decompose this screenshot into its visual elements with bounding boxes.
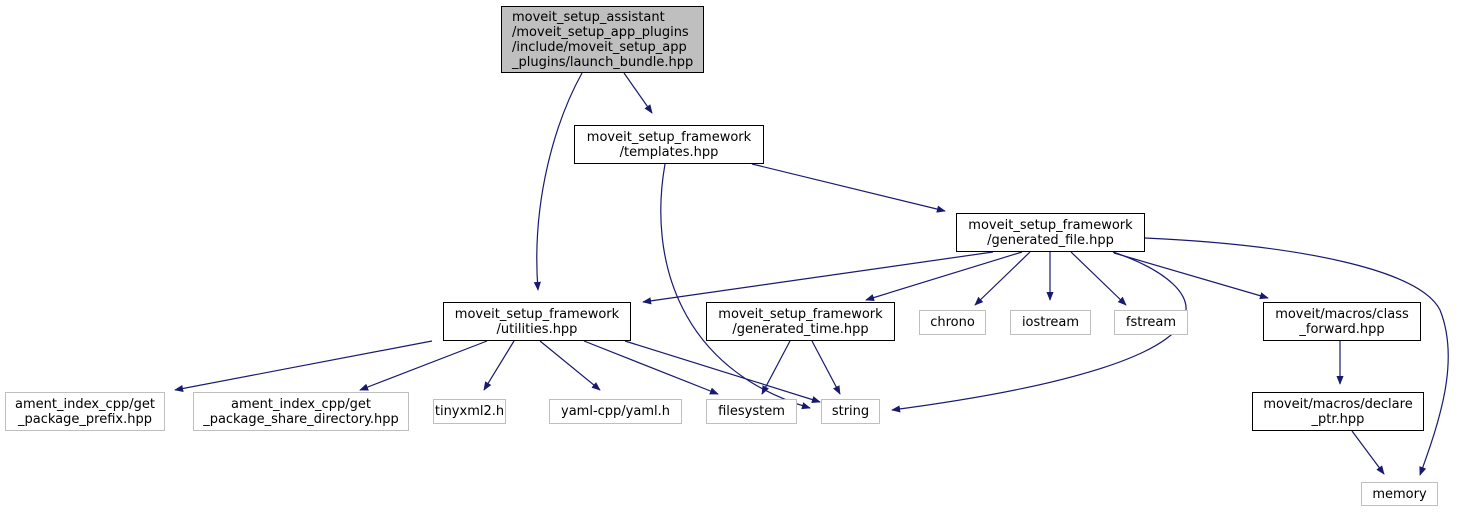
node-label-line: _package_share_directory.hpp	[203, 411, 399, 427]
node-label-line: moveit_setup_framework	[718, 306, 883, 322]
node-label-line: moveit_setup_framework	[968, 217, 1133, 233]
node-generated-time[interactable]: moveit_setup_framework/generated_time.hp…	[706, 302, 895, 341]
node-filesystem: filesystem	[706, 399, 797, 424]
edge-utilities-to-get_package_prefix	[174, 340, 433, 393]
node-fstream: fstream	[1114, 310, 1188, 335]
node-label-line: /generated_file.hpp	[987, 232, 1114, 248]
node-memory: memory	[1361, 482, 1438, 506]
edge-utilities-to-yaml	[539, 340, 601, 391]
edge-utilities-to-string	[624, 340, 821, 404]
node-label-line: _package_prefix.hpp	[18, 411, 152, 427]
node-label-line: fstream	[1125, 315, 1177, 330]
node-utilities[interactable]: moveit_setup_framework/utilities.hpp	[443, 302, 631, 341]
node-launch-bundle[interactable]: moveit_setup_assistant/moveit_setup_app_…	[501, 6, 704, 73]
edge-generated_file-to-memory	[1144, 237, 1449, 476]
edge-generated_file-to-fstream	[1070, 251, 1127, 306]
node-class-forward[interactable]: moveit/macros/class_forward.hpp	[1263, 302, 1421, 341]
node-label-line: iostream	[1021, 315, 1080, 330]
node-iostream: iostream	[1010, 310, 1091, 335]
node-label-line: moveit_setup_assistant	[512, 9, 665, 25]
node-label-line: /generated_time.hpp	[732, 321, 869, 337]
node-get-package-prefix: ament_index_cpp/get_package_prefix.hpp	[5, 392, 165, 431]
node-label-line: /templates.hpp	[619, 144, 719, 160]
node-yaml: yaml-cpp/yaml.h	[549, 399, 682, 424]
edge-generated_time-to-filesystem	[761, 340, 791, 395]
node-label-line: tinyxml2.h	[434, 404, 505, 419]
edge-generated_file-to-chrono	[974, 251, 1031, 306]
edge-generated_time-to-string	[811, 340, 841, 395]
node-get-package-share-directory: ament_index_cpp/get_package_share_direct…	[193, 392, 409, 431]
edge-generated_file-to-class_forward	[1113, 252, 1269, 300]
node-generated-file[interactable]: moveit_setup_framework/generated_file.hp…	[956, 213, 1145, 252]
node-string: string	[821, 399, 880, 424]
node-label-line: chrono	[930, 315, 975, 330]
node-label-line: _plugins/launch_bundle.hpp	[512, 54, 694, 70]
node-templates[interactable]: moveit_setup_framework/templates.hpp	[574, 125, 764, 164]
node-label-line: /include/moveit_setup_app	[512, 39, 687, 55]
node-label-line: ament_index_cpp/get	[15, 396, 155, 412]
node-label-line: _forward.hpp	[1299, 321, 1385, 337]
edge-generated_file-to-utilities	[642, 251, 994, 305]
edge-declare_ptr-to-memory	[1351, 430, 1385, 475]
edge-utilities-to-tinyxml2	[483, 340, 515, 391]
node-label-line: memory	[1372, 486, 1427, 502]
node-label-line: moveit_setup_framework	[586, 129, 752, 145]
edge-launch_bundle-to-utilities	[533, 72, 583, 291]
node-label-line: moveit_setup_framework	[454, 306, 620, 322]
node-label-line: string	[831, 404, 870, 419]
node-label-line: moveit/macros/class	[1275, 306, 1409, 322]
node-tinyxml2: tinyxml2.h	[433, 399, 506, 424]
node-label-line: _ptr.hpp	[1311, 411, 1365, 427]
edge-templates-to-generated_file	[751, 163, 946, 213]
node-label-line: yaml-cpp/yaml.h	[561, 404, 670, 419]
node-label-line: /utilities.hpp	[496, 321, 578, 337]
edge-launch_bundle-to-templates	[623, 72, 653, 114]
node-label-line: filesystem	[718, 404, 785, 419]
edge-generated_file-to-generated_time	[865, 251, 1023, 302]
edge-templates-to-string	[660, 163, 811, 410]
edge-utilities-to-get_package_share_directory	[359, 340, 488, 391]
node-label-line: /moveit_setup_app_plugins	[512, 24, 689, 40]
node-label-line: ament_index_cpp/get	[231, 396, 371, 412]
node-label-line: moveit/macros/declare	[1263, 396, 1413, 412]
node-declare-ptr[interactable]: moveit/macros/declare_ptr.hpp	[1252, 392, 1424, 431]
node-chrono: chrono	[919, 310, 986, 335]
edge-utilities-to-filesystem	[583, 340, 719, 395]
